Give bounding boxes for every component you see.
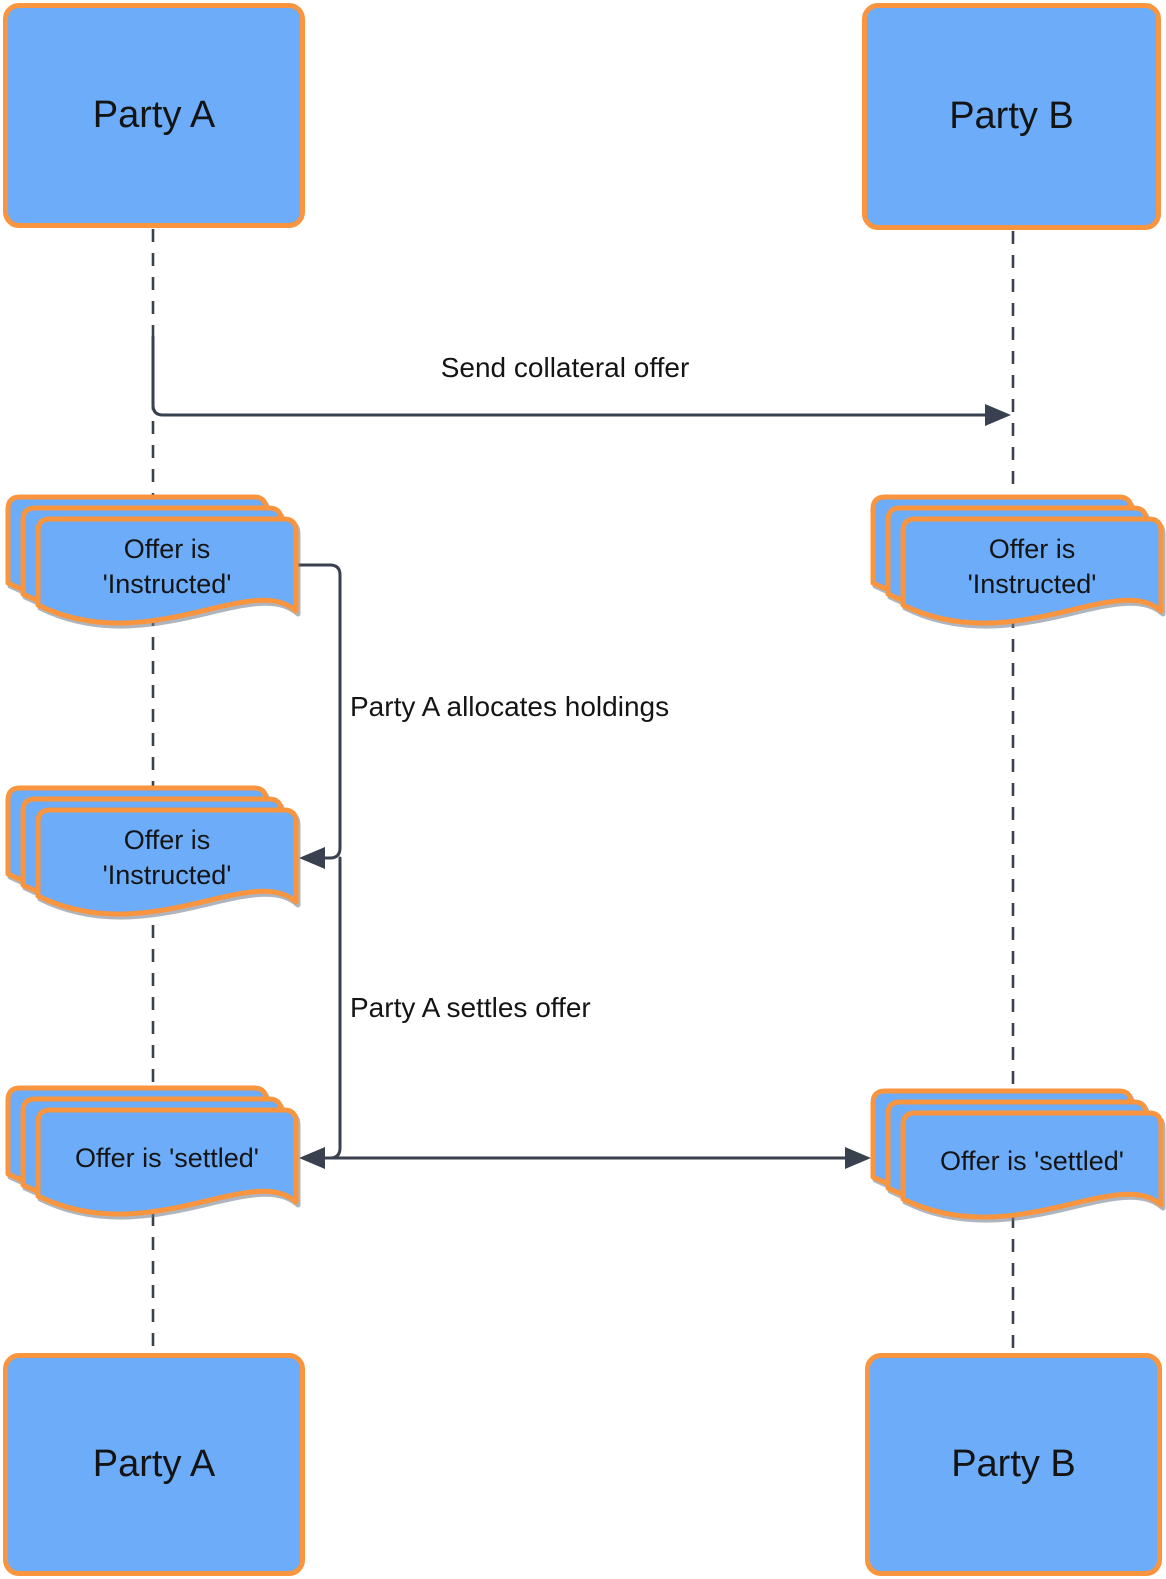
document-label-line: Offer is — [988, 534, 1076, 564]
message-label-send-collateral-offer: Send collateral offer — [440, 352, 690, 383]
actor-label-party-a-top: Party A — [92, 93, 216, 136]
document-label-line: Offer is — [123, 534, 211, 564]
actor-label-party-b-bottom: Party B — [951, 1442, 1076, 1485]
message-label-allocate-holdings: Party A allocates holdings — [350, 691, 670, 722]
document-label-line: 'Instructed' — [102, 569, 232, 599]
multi-document-icon — [870, 1088, 1164, 1220]
document-label-line: 'Instructed' — [967, 569, 1097, 599]
document-label: Offer is 'settled' — [38, 1111, 296, 1205]
document-label-line: 'Instructed' — [102, 860, 232, 890]
document-stack-offer-settled-a: Offer is 'settled' — [5, 1085, 305, 1237]
document-stack-offer-instructed-a1: Offer is 'Instructed' — [5, 494, 305, 646]
arrowhead-settle-right — [845, 1147, 871, 1169]
multi-document-icon — [5, 494, 299, 626]
actor-box-party-a-top: Party A — [3, 3, 305, 228]
actor-label-party-b-top: Party B — [949, 94, 1074, 137]
document-label-line: Offer is 'settled' — [940, 1145, 1124, 1176]
document-stack-offer-instructed-b: Offer is 'Instructed' — [870, 494, 1166, 646]
message-label-settle-offer: Party A settles offer — [350, 992, 591, 1023]
document-label-line: Offer is — [123, 825, 211, 855]
actor-box-party-b-bottom: Party B — [865, 1353, 1162, 1576]
actor-label-party-a-bottom: Party A — [92, 1442, 216, 1485]
document-page-front — [35, 1107, 299, 1217]
loop-line-settle-offer — [328, 856, 342, 1160]
document-stack-offer-instructed-a2: Offer is 'Instructed' — [5, 785, 305, 937]
multi-document-icon — [5, 785, 299, 917]
multi-document-icon — [870, 494, 1164, 626]
document-label: Offer is 'Instructed' — [38, 811, 296, 905]
document-page-front — [35, 807, 299, 917]
actor-box-party-a-bottom: Party A — [3, 1353, 305, 1576]
document-page-front — [900, 516, 1164, 626]
actor-box-party-b-top: Party B — [862, 3, 1161, 230]
document-label: Offer is 'Instructed' — [903, 520, 1161, 614]
document-label: Offer is 'settled' — [903, 1114, 1161, 1208]
arrowhead-send-collateral-offer — [985, 404, 1011, 426]
document-label: Offer is 'Instructed' — [38, 520, 296, 614]
document-label-line: Offer is 'settled' — [75, 1142, 259, 1173]
document-page-front — [35, 516, 299, 626]
multi-document-icon — [5, 1085, 299, 1217]
document-page-front — [900, 1110, 1164, 1220]
document-stack-offer-settled-b: Offer is 'settled' — [870, 1088, 1166, 1240]
